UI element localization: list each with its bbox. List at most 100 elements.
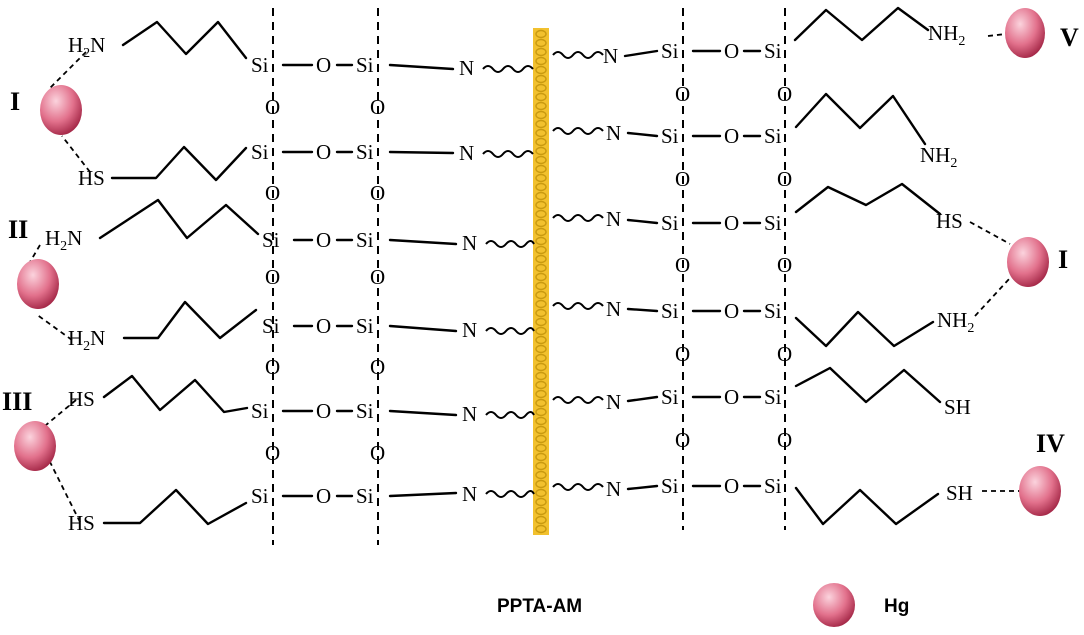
backbone-link [535, 461, 547, 471]
backbone-link [535, 254, 547, 264]
backbone-link [535, 281, 547, 291]
thiol-label: HS [78, 166, 105, 190]
o-atom: O [370, 95, 385, 119]
left-thiol-ligand-2: HS [68, 374, 249, 414]
site-label-left-1: I [10, 87, 20, 116]
hg-sphere-icon [14, 421, 56, 471]
nh2-label: NH2 [920, 143, 957, 171]
backbone-fill [533, 28, 549, 535]
backbone-link [535, 191, 547, 201]
coordination-bonds [29, 33, 1020, 523]
wavy-linker [482, 65, 534, 73]
o-atom: O [675, 428, 690, 452]
si-atom: Si [764, 385, 782, 409]
o-atom: O [370, 181, 385, 205]
wavy-linker [485, 240, 535, 248]
legend-hg-label: Hg [884, 596, 909, 617]
backbone-link [535, 515, 547, 525]
backbone-chain-links [535, 29, 547, 534]
o-atom: O [370, 355, 385, 379]
ppta-backbone [533, 28, 549, 535]
wavy-linker [482, 150, 534, 158]
backbone-link [535, 101, 547, 111]
o-atom: O [316, 53, 331, 77]
thiol-label: SH [944, 395, 971, 419]
o-atom: O [675, 253, 690, 277]
wavy-linker [485, 411, 535, 419]
hg-sphere-icon [17, 259, 59, 309]
o-atom: O [675, 342, 690, 366]
o-atom: O [370, 441, 385, 465]
backbone-link [535, 407, 547, 417]
n-atom: N [462, 318, 477, 342]
backbone-link [535, 425, 547, 435]
backbone-link [535, 335, 547, 345]
o-atom: O [777, 82, 792, 106]
right-amine-ligand-3: NH2 [794, 308, 974, 348]
backbone-link [535, 92, 547, 102]
backbone-link [535, 164, 547, 174]
wavy-linker [552, 127, 604, 135]
backbone-link [535, 29, 547, 39]
left-ligands: H2N HS H2N H2N [45, 20, 260, 535]
hg-sphere-icon [1007, 237, 1049, 287]
o-atom: O [777, 167, 792, 191]
o-atom: O [265, 355, 280, 379]
nh2-label: NH2 [937, 308, 974, 336]
o-atom: O [265, 181, 280, 205]
thiol-label: HS [936, 209, 963, 233]
right-vertical-o-bridges: O O O O O O O O O O [675, 82, 792, 452]
right-row-2: N Si O Si [552, 121, 782, 148]
backbone-link [535, 290, 547, 300]
left-row-3: Si O Si N [262, 228, 535, 255]
backbone-link [535, 200, 547, 210]
o-atom: O [777, 342, 792, 366]
wavy-linker [552, 51, 604, 59]
backbone-link [535, 263, 547, 273]
si-atom: Si [661, 39, 679, 63]
backbone-link [535, 173, 547, 183]
thiol-label: HS [68, 387, 95, 411]
backbone-link [535, 380, 547, 390]
si-atom: Si [764, 39, 782, 63]
backbone-link [535, 344, 547, 354]
o-atom: O [316, 484, 331, 508]
si-atom: Si [262, 228, 280, 252]
left-row-5: Si O Si N [251, 399, 535, 426]
amine-label: H2N [68, 326, 105, 354]
hg-sphere-icon [1019, 466, 1061, 516]
o-atom: O [265, 95, 280, 119]
backbone-link [535, 362, 547, 372]
backbone-link [535, 398, 547, 408]
backbone-link [535, 371, 547, 381]
o-atom: O [724, 385, 739, 409]
o-atom: O [316, 399, 331, 423]
backbone-link [535, 452, 547, 462]
si-atom: Si [764, 474, 782, 498]
backbone-link [535, 56, 547, 66]
n-atom: N [459, 141, 474, 165]
si-atom: Si [251, 53, 269, 77]
backbone-link [535, 110, 547, 120]
hg-spheres [14, 8, 1061, 627]
si-atom: Si [661, 385, 679, 409]
backbone-link [535, 155, 547, 165]
left-row-4: Si O Si N [262, 314, 535, 342]
backbone-link [535, 488, 547, 498]
backbone-link [535, 308, 547, 318]
si-column-dashes [272, 8, 786, 545]
n-atom: N [462, 482, 477, 506]
left-thiol-ligand-1: HS [78, 145, 248, 190]
left-thiol-ligand-3: HS [68, 488, 248, 535]
backbone-link [535, 74, 547, 84]
si-atom: Si [764, 124, 782, 148]
si-atom: Si [251, 484, 269, 508]
right-thiol-ligand-1: HS [794, 182, 963, 233]
o-atom: O [724, 211, 739, 235]
thiol-label: HS [68, 511, 95, 535]
si-atom: Si [262, 314, 280, 338]
right-row-6: N Si O Si [552, 474, 782, 501]
right-ligands: NH2 NH2 HS NH2 SH [793, 6, 974, 526]
backbone-link [535, 479, 547, 489]
o-atom: O [675, 167, 690, 191]
